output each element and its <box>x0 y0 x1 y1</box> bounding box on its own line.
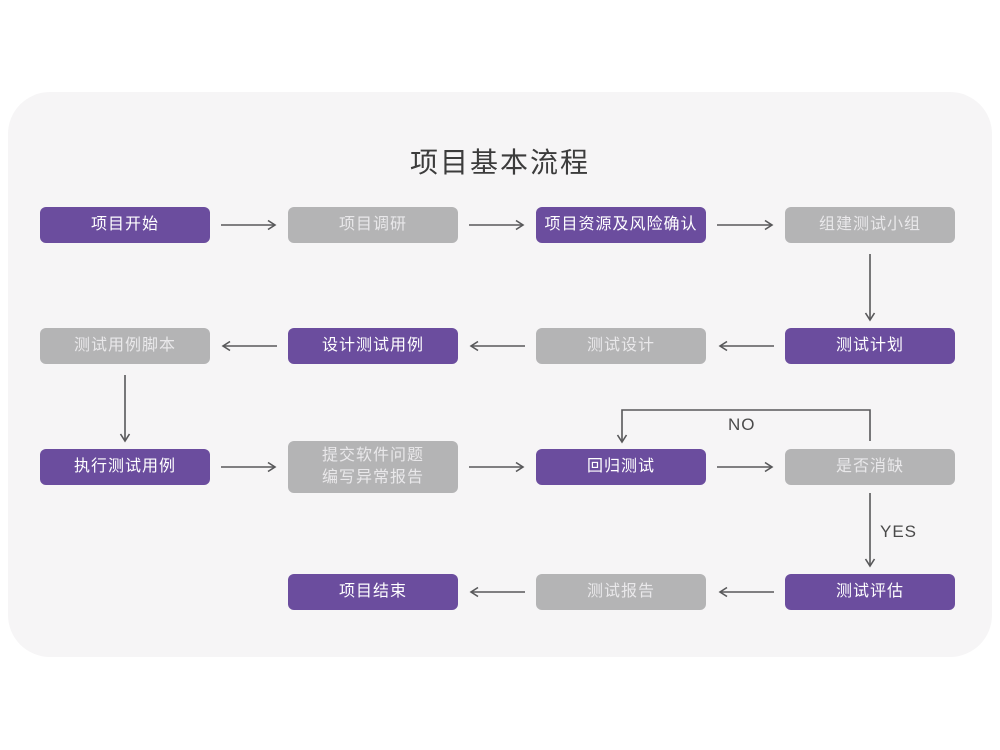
node-build-test-team: 组建测试小组 <box>785 207 955 243</box>
node-project-end: 项目结束 <box>288 574 458 610</box>
node-test-evaluation: 测试评估 <box>785 574 955 610</box>
branch-label-no: NO <box>728 415 756 434</box>
node-resources-risk: 项目资源及风险确认 <box>536 207 706 243</box>
node-run-test-case: 执行测试用例 <box>40 449 210 485</box>
node-test-plan: 测试计划 <box>785 328 955 364</box>
node-defect-cleared: 是否消缺 <box>785 449 955 485</box>
node-design-test-case: 设计测试用例 <box>288 328 458 364</box>
node-project-start: 项目开始 <box>40 207 210 243</box>
node-submit-issue-report: 提交软件问题编写异常报告 <box>288 441 458 493</box>
node-test-design: 测试设计 <box>536 328 706 364</box>
branch-label-yes: YES <box>880 522 918 541</box>
node-test-report: 测试报告 <box>536 574 706 610</box>
node-project-research: 项目调研 <box>288 207 458 243</box>
node-test-case-script: 测试用例脚本 <box>40 328 210 364</box>
flowchart-card <box>8 92 992 657</box>
page-title: 项目基本流程 <box>409 147 590 178</box>
node-regression-test: 回归测试 <box>536 449 706 485</box>
